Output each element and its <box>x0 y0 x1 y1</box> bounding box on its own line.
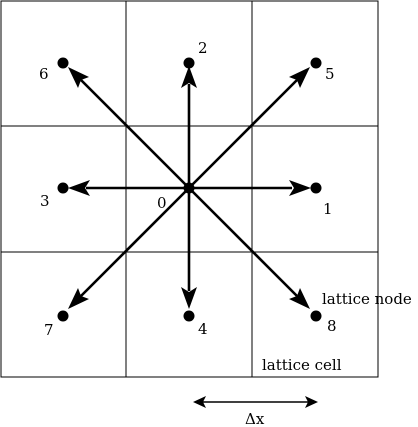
node-5 <box>310 57 322 69</box>
node-label-3: 3 <box>40 192 50 210</box>
velocity-vectors <box>68 66 311 309</box>
node-4 <box>183 310 195 322</box>
node-2 <box>183 57 195 69</box>
arrowhead-3 <box>68 180 90 196</box>
lattice-node-label: lattice node <box>322 290 412 308</box>
node-6 <box>57 57 69 69</box>
node-8 <box>310 310 322 322</box>
vector-5 <box>188 79 298 189</box>
node-0 <box>183 182 195 194</box>
arrowhead-8 <box>289 288 310 309</box>
node-label-5: 5 <box>325 65 335 83</box>
arrowhead-4 <box>181 287 197 309</box>
node-label-1: 1 <box>323 200 333 218</box>
arrowhead-7 <box>68 288 89 309</box>
node-3 <box>57 182 69 194</box>
spacing-arrowhead-left <box>193 396 206 408</box>
node-labels: 0 1 2 3 4 5 6 7 8 <box>39 39 337 339</box>
lattice-grid <box>0 0 379 378</box>
vector-8 <box>188 187 298 297</box>
node-label-7: 7 <box>44 321 54 339</box>
node-label-4: 4 <box>198 320 208 338</box>
node-7 <box>57 310 69 322</box>
spacing-arrowhead-right <box>305 396 318 408</box>
lattice-cell-label: lattice cell <box>262 356 342 374</box>
spacing-label: Δx <box>245 410 265 427</box>
node-1 <box>310 182 322 194</box>
arrowhead-6 <box>68 67 89 88</box>
node-label-6: 6 <box>39 65 49 83</box>
grid-border <box>0 0 379 378</box>
lattice-nodes <box>57 57 322 322</box>
node-label-2: 2 <box>198 39 208 57</box>
node-label-0: 0 <box>157 194 167 212</box>
arrowhead-1 <box>289 180 311 196</box>
vector-6 <box>80 79 190 189</box>
arrowhead-2 <box>181 66 197 88</box>
vector-7 <box>80 187 190 297</box>
spacing-indicator: Δx <box>193 396 318 427</box>
arrowhead-5 <box>289 67 310 88</box>
node-label-8: 8 <box>327 317 337 335</box>
